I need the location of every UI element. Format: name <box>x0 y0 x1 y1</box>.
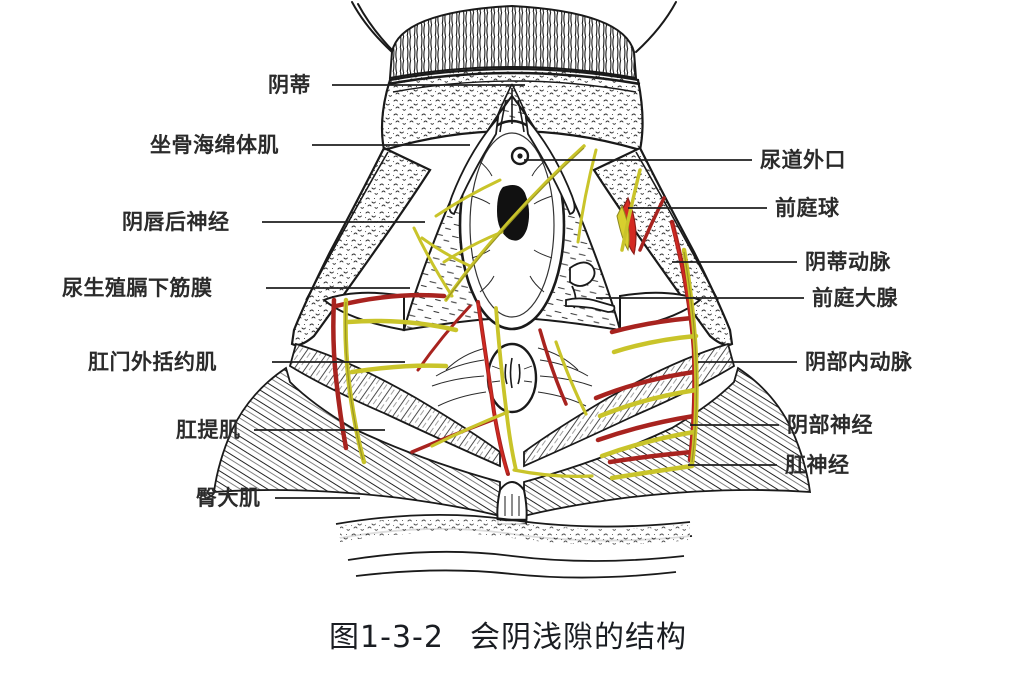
anatomy-svg <box>212 1 812 579</box>
greater-vestibular-gland <box>565 261 616 313</box>
leader-lines-right <box>524 159 804 466</box>
perineum-anatomical-illustration <box>212 1 812 579</box>
nerves-shade <box>344 147 698 463</box>
label-inferior-fascia: 尿生殖膈下筋膜 <box>62 276 213 300</box>
coccyx <box>496 481 528 525</box>
internal-pudendal-artery-left <box>331 297 349 451</box>
label-pudendal-nerve: 阴部神经 <box>787 413 873 437</box>
label-clitoris: 阴蒂 <box>268 73 311 97</box>
label-gluteus-maximus: 臀大肌 <box>196 486 261 510</box>
label-external-anal-sphincter: 肛门外括约肌 <box>88 350 217 374</box>
anus <box>486 342 538 414</box>
label-ischiocavernosus: 坐骨海绵体肌 <box>150 133 279 157</box>
left-ischioanal-fat-pad <box>290 146 432 347</box>
figure-caption-number: 图1-3-2 <box>329 620 444 655</box>
label-clitoral-artery: 阴蒂动脉 <box>805 250 891 274</box>
label-greater-vestibular-gland: 前庭大腺 <box>812 286 898 310</box>
figure-caption-title: 会阴浅隙的结构 <box>469 620 687 655</box>
figure-caption: 图1-3-2 会阴浅隙的结构 <box>0 612 1016 656</box>
label-posterior-labial-nerve: 阴唇后神经 <box>122 210 230 234</box>
label-vestibular-bulb: 前庭球 <box>775 196 840 220</box>
label-external-urethral-orifice: 尿道外口 <box>760 148 846 172</box>
label-anal-nerve: 肛神经 <box>785 453 850 477</box>
leader-lines-left <box>254 84 525 499</box>
ischiocavernosus-muscle <box>448 115 576 216</box>
subcutaneous-band <box>340 516 690 545</box>
label-levator-ani: 肛提肌 <box>176 418 241 442</box>
label-internal-pudendal-artery: 阴部内动脉 <box>805 350 913 374</box>
